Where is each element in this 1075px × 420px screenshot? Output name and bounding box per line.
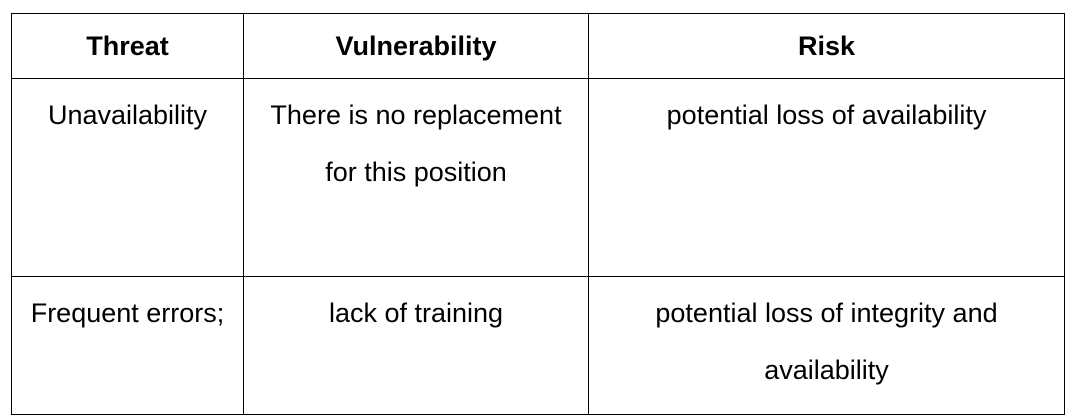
cell-threat: Unavailability <box>11 78 244 277</box>
table-row: Frequent errors; lack of training potent… <box>11 276 1065 415</box>
cell-vulnerability: There is no replacement for this positio… <box>243 78 589 277</box>
table-row: Unavailability There is no replacement f… <box>11 78 1065 277</box>
cell-vulnerability: lack of training <box>243 276 589 415</box>
header-risk: Risk <box>588 13 1065 79</box>
threat-risk-table: Threat Vulnerability Risk Unavailability… <box>11 13 1065 415</box>
cell-risk: potential loss of availability <box>588 78 1065 277</box>
cell-threat: Frequent errors; <box>11 276 244 415</box>
cell-risk: potential loss of integrity and availabi… <box>588 276 1065 415</box>
header-threat: Threat <box>11 13 244 79</box>
table-header-row: Threat Vulnerability Risk <box>11 13 1065 79</box>
header-vulnerability: Vulnerability <box>243 13 589 79</box>
